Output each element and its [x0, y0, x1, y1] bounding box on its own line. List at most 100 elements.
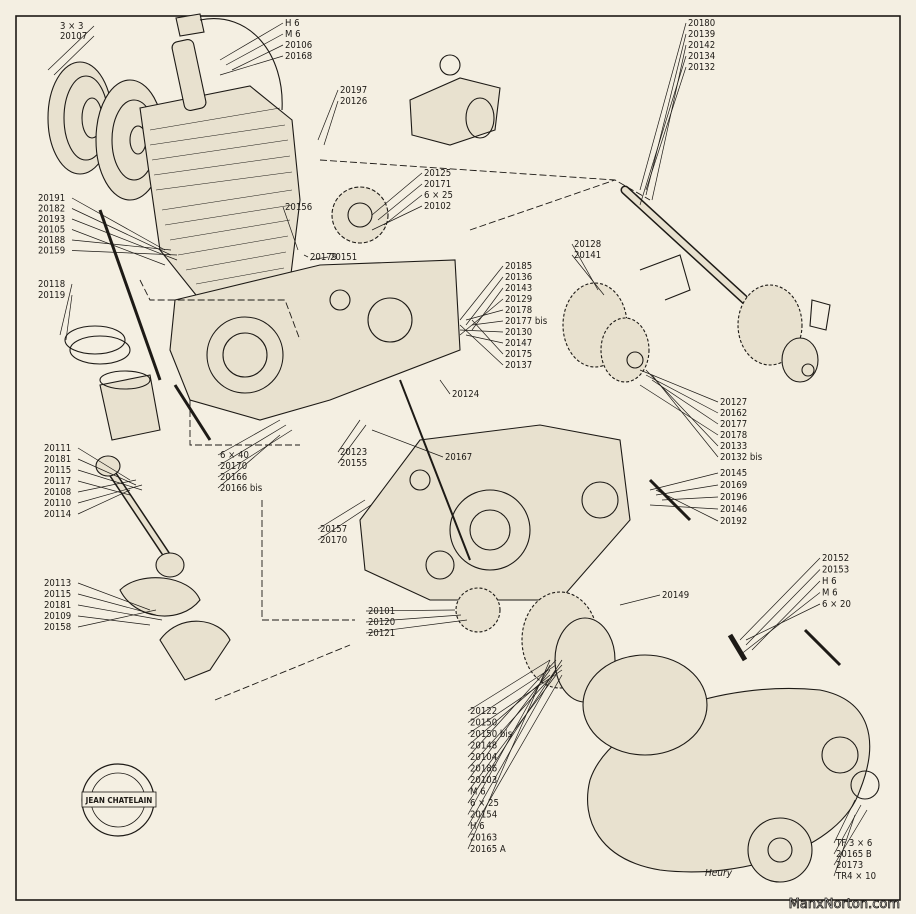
leader-line — [217, 424, 287, 467]
stud-bolt — [648, 478, 692, 522]
leader-line — [639, 384, 719, 436]
part-label: 20137 — [505, 360, 532, 371]
leader-line — [77, 479, 137, 493]
part-label: 20166 bis — [220, 483, 263, 494]
leader-line — [77, 489, 131, 515]
leader-line — [77, 447, 131, 481]
part-label: 20120 — [368, 617, 395, 628]
leader-line — [371, 205, 423, 231]
leader-line — [649, 504, 719, 510]
part-label: 20196 — [720, 492, 747, 503]
publisher-stamp: JEAN CHATELAIN — [81, 763, 157, 837]
leader-line — [323, 100, 339, 146]
part-label: 20163 — [470, 833, 497, 844]
part-label: 20171 — [424, 179, 451, 190]
leader-line — [77, 615, 151, 626]
part-label: M 6 — [470, 787, 486, 798]
leader-line — [337, 424, 367, 464]
leader-line — [77, 484, 143, 504]
part-label: 20127 — [720, 397, 747, 408]
leader-line — [217, 429, 293, 478]
connecting-rod — [95, 455, 231, 681]
part-label: 20142 — [688, 40, 715, 51]
part-label: 20166 — [220, 472, 247, 483]
leader-line — [77, 458, 137, 486]
leader-line — [661, 496, 719, 501]
leader-line — [465, 276, 504, 326]
spring — [727, 633, 748, 662]
stud-bolt — [173, 384, 212, 441]
part-label: 20149 — [662, 590, 689, 601]
part-label: 20165 A — [470, 844, 506, 855]
part-label: 20181 — [44, 600, 71, 611]
part-label: M 6 — [285, 29, 301, 40]
part-label: 20115 — [44, 589, 71, 600]
part-label: 20177 bis — [505, 316, 548, 327]
part-label: 20107 — [60, 31, 87, 42]
leader-line — [471, 319, 504, 355]
leader-line — [317, 504, 372, 541]
leader-line — [459, 324, 504, 366]
part-label: 20158 — [44, 622, 71, 633]
part-label: 20108 — [44, 487, 71, 498]
part-label: 3 × 3 — [60, 21, 83, 32]
leader-line — [317, 89, 339, 141]
assembly-line — [189, 400, 300, 446]
part-label: 20102 — [424, 201, 451, 212]
leader-line — [337, 419, 361, 453]
leader-line — [383, 194, 423, 226]
leader-line — [77, 609, 157, 628]
stamp-text: JEAN CHATELAIN — [85, 796, 153, 805]
part-label: 20115 — [44, 465, 71, 476]
part-label: 20155 — [340, 458, 367, 469]
part-label: 20178 — [720, 430, 747, 441]
frame-border — [15, 15, 901, 901]
part-label: 20192 — [720, 516, 747, 527]
leader-line — [619, 594, 661, 606]
leader-line — [645, 374, 719, 414]
leader-line — [739, 557, 821, 641]
leader-line — [59, 283, 73, 336]
part-label: 20162 — [720, 408, 747, 419]
leader-line — [71, 208, 172, 256]
assembly-line — [469, 179, 616, 231]
leader-line — [467, 659, 551, 850]
part-label: 20126 — [340, 96, 367, 107]
stud-bolt — [98, 209, 162, 381]
leader-line — [371, 429, 444, 458]
part-label: 20151 — [330, 252, 357, 263]
leader-line — [231, 44, 284, 71]
leader-line — [467, 659, 551, 712]
part-label: 20109 — [44, 611, 71, 622]
part-label: 20193 — [38, 214, 65, 225]
leader-line — [655, 484, 719, 496]
part-label: 20136 — [505, 272, 532, 283]
part-label: 20141 — [574, 250, 601, 261]
part-label: 20128 — [574, 239, 601, 250]
part-label: 20113 — [44, 578, 71, 589]
part-label: 20167 — [445, 452, 472, 463]
leader-line — [467, 669, 563, 735]
leader-line — [365, 619, 468, 634]
leader-line — [571, 254, 605, 296]
leader-line — [282, 206, 299, 251]
leader-line — [377, 183, 423, 221]
leader-line — [645, 66, 687, 191]
part-label: 20146 — [720, 504, 747, 515]
assembly-line — [139, 279, 301, 341]
part-label: 20185 — [505, 261, 532, 272]
part-label: 20132 bis — [720, 452, 763, 463]
part-label: H 6 — [285, 18, 300, 29]
leader-line — [217, 434, 281, 489]
part-label: 20133 — [720, 441, 747, 452]
piston — [64, 325, 161, 441]
part-label: 20101 — [368, 606, 395, 617]
stud-bolt — [399, 379, 471, 561]
artist-signature: Heury — [705, 868, 733, 879]
leader-line — [467, 674, 563, 838]
leader-line — [439, 379, 451, 395]
part-label: 20154 — [470, 810, 497, 821]
leader-line — [467, 664, 557, 723]
part-label: 20169 — [720, 480, 747, 491]
